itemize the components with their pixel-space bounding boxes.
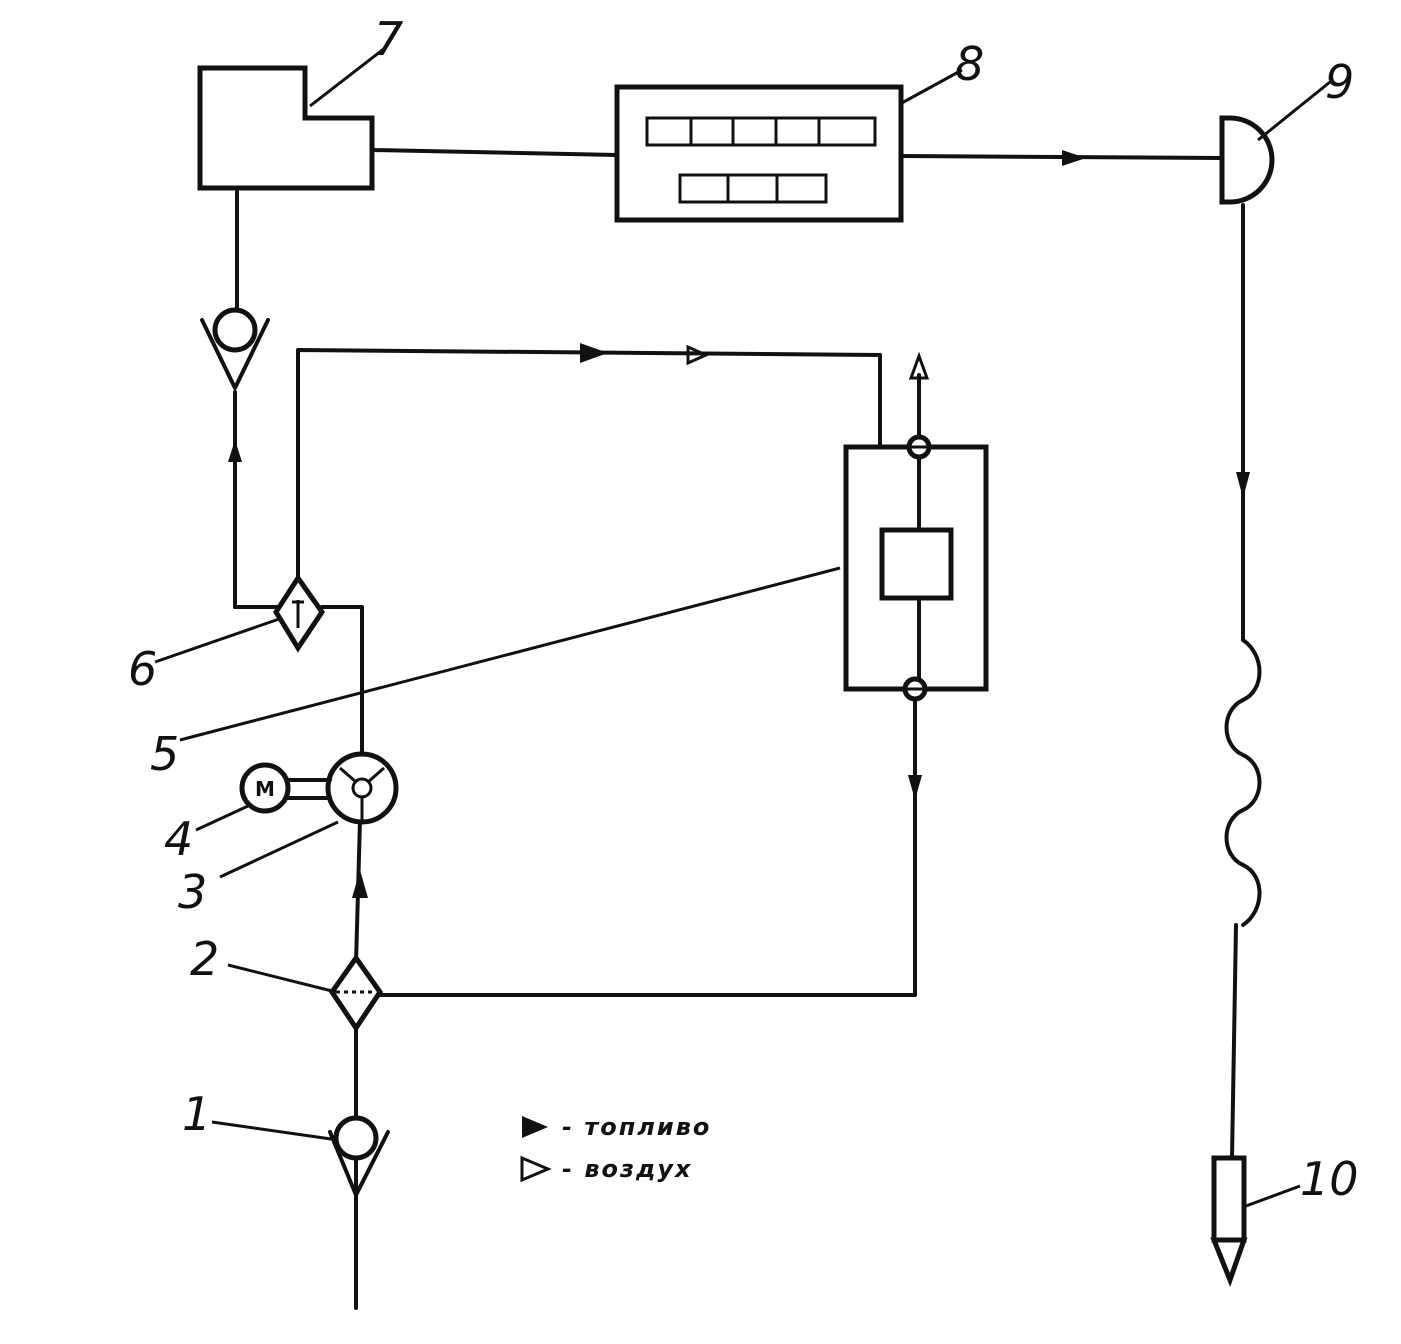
check-valve-1 <box>328 1115 390 1197</box>
leader-6 <box>154 616 283 664</box>
probe-10 <box>1210 1155 1248 1288</box>
label-7: 7 <box>374 12 403 66</box>
pump-3 <box>325 751 399 825</box>
return-line <box>378 698 917 997</box>
air-line <box>296 348 882 582</box>
flexible-hose <box>1224 638 1262 927</box>
counter-8 <box>614 84 904 223</box>
label-3: 3 <box>178 865 207 919</box>
leader-7 <box>309 46 386 108</box>
fuel-arrow-up-left <box>228 440 242 462</box>
fuel-arrow-right <box>580 343 608 363</box>
label-9: 9 <box>1325 55 1354 109</box>
signal-arrow-right <box>1062 150 1086 166</box>
air-arrow-up <box>908 351 930 380</box>
legend-fuel-arrow <box>522 1116 548 1138</box>
leader-4 <box>195 804 249 832</box>
check-valve-upper <box>200 307 270 390</box>
leader-1 <box>211 1120 339 1142</box>
return-arrow-down <box>908 775 922 800</box>
leader-5 <box>179 566 841 742</box>
label-6: 6 <box>128 642 157 696</box>
signal-arrow-down <box>1236 472 1250 498</box>
measuring-block-5 <box>843 434 989 702</box>
label-4: 4 <box>164 812 193 866</box>
motor-letter: M <box>255 777 275 801</box>
motor-4: M <box>239 762 332 814</box>
leader-8 <box>899 68 963 106</box>
label-10: 10 <box>1300 1152 1359 1206</box>
leader-2 <box>227 963 337 994</box>
leader-9 <box>1257 80 1331 142</box>
legend-air-arrow <box>520 1155 552 1183</box>
leader-10 <box>1245 1184 1301 1208</box>
device-9 <box>1219 115 1275 205</box>
legend-fuel-label: - топливо <box>562 1113 711 1141</box>
label-8: 8 <box>955 37 984 91</box>
unit-7 <box>197 65 375 191</box>
air-arrow-right <box>686 344 710 366</box>
fuel-arrow-up <box>352 870 368 898</box>
legend-air-label: - воздух <box>562 1155 692 1183</box>
leader-3 <box>219 820 339 879</box>
valve-6 <box>233 573 364 653</box>
legend: - топливо - воздух <box>520 1113 711 1183</box>
cable-lower <box>1230 923 1238 1160</box>
label-1: 1 <box>182 1087 211 1141</box>
filter-2 <box>328 953 384 1033</box>
signal-line-8-9 <box>899 154 1224 160</box>
signal-line-7-8 <box>370 148 619 157</box>
label-2: 2 <box>190 932 219 986</box>
label-5: 5 <box>150 727 179 781</box>
